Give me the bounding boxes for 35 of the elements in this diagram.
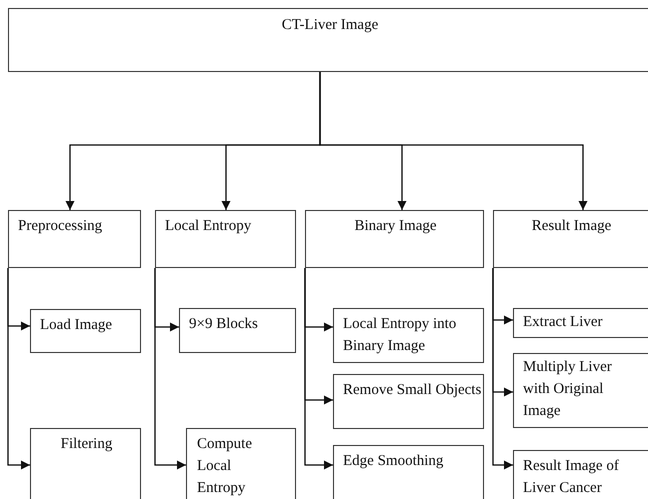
arrow <box>319 72 588 210</box>
node-label: Edge Smoothing <box>343 452 444 471</box>
node-label: Preprocessing <box>18 217 104 236</box>
node-label: Local Entropy <box>165 217 252 236</box>
process-box <box>513 353 648 428</box>
node-label: 9×9 Blocks <box>189 315 259 334</box>
arrow <box>154 268 186 470</box>
process-box <box>186 428 296 499</box>
node-label: Local Entropy into Binary Image <box>343 315 458 356</box>
node-label: Binary Image <box>353 217 438 236</box>
header-box <box>305 210 484 268</box>
header-box <box>8 8 648 72</box>
process-box <box>179 308 296 353</box>
node-label: Result Image <box>530 217 612 236</box>
process-box <box>30 428 141 499</box>
node-label: Extract Liver <box>523 313 604 332</box>
header-box <box>8 210 141 268</box>
arrow <box>304 268 333 470</box>
process-box <box>333 308 484 363</box>
arrow <box>7 268 30 470</box>
node-label: Result Image of Liver Cancer <box>523 457 620 498</box>
node-label: Compute Local Entropy <box>197 435 253 498</box>
node-label: Multiply Liver with Original Image <box>523 358 613 421</box>
process-box <box>30 309 141 353</box>
node-label: CT-Liver Image <box>280 16 380 35</box>
node-label: Load Image <box>40 316 114 335</box>
process-box <box>513 450 648 499</box>
header-box <box>493 210 648 268</box>
node-label: Remove Small Objects <box>343 381 482 400</box>
header-box <box>155 210 296 268</box>
arrow <box>492 268 513 470</box>
process-box <box>333 445 484 499</box>
process-box <box>333 374 484 429</box>
process-box <box>513 308 648 338</box>
node-label: Filtering <box>60 435 114 454</box>
